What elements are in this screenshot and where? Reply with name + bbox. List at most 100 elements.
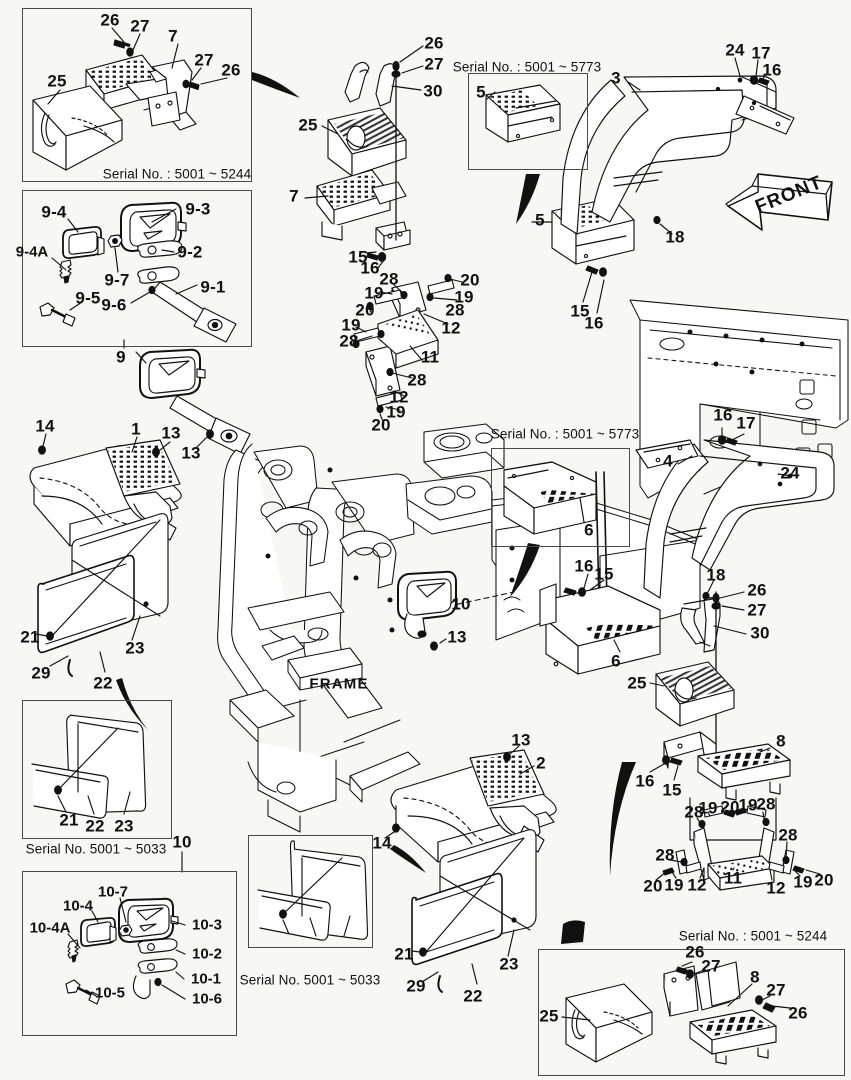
callout-19: 19 <box>364 283 384 303</box>
callout-13: 13 <box>511 730 531 750</box>
inset-flap-center <box>257 840 369 941</box>
callout-26: 26 <box>424 33 444 53</box>
callout-26: 26 <box>788 1003 808 1023</box>
callout-16: 16 <box>360 258 380 278</box>
fender-3 <box>560 57 795 235</box>
mirror-9-assembly <box>123 339 251 455</box>
callout-13: 13 <box>161 423 181 443</box>
callout-28: 28 <box>655 845 675 865</box>
callout-8: 8 <box>750 967 760 987</box>
callout-19: 19 <box>341 315 361 335</box>
callout-6: 6 <box>584 520 594 540</box>
callout-28: 28 <box>684 802 704 822</box>
callout-13: 13 <box>447 627 467 647</box>
serial-note-lower-right: Serial No. : 5001 ~ 5244 <box>678 928 828 944</box>
callout-28: 28 <box>445 300 465 320</box>
frame-label: FRAME <box>309 675 369 693</box>
callout-17: 17 <box>751 43 771 63</box>
callout-10-6: 10-6 <box>191 990 223 1008</box>
callout-6: 6 <box>611 651 621 671</box>
inset-box-flap-left <box>22 700 172 839</box>
callout-19: 19 <box>698 798 718 818</box>
callout-7: 7 <box>289 186 299 206</box>
callout-12: 12 <box>389 387 409 407</box>
callout-26: 26 <box>100 10 120 30</box>
callout-25: 25 <box>539 1006 559 1026</box>
callout-29: 29 <box>31 663 51 683</box>
callout-20: 20 <box>814 870 834 890</box>
callout-5: 5 <box>535 210 545 230</box>
callout-24: 24 <box>780 463 800 483</box>
callout-10: 10 <box>451 594 471 614</box>
inset-step-6 <box>503 461 597 535</box>
center-step-11 <box>352 273 463 425</box>
callout-26: 26 <box>221 60 241 80</box>
inset-step-25-8 <box>561 961 791 1065</box>
callout-16: 16 <box>635 771 655 791</box>
callout-10-5: 10-5 <box>94 984 126 1002</box>
step-6-assembly <box>539 573 661 675</box>
serial-note-lower-left: Serial No. 5001 ~ 5033 <box>25 841 167 857</box>
inset-box-step-6 <box>491 448 630 547</box>
serial-note-top-mid: Serial No. : 5001 ~ 5773 <box>452 59 602 75</box>
callout-10-1: 10-1 <box>190 970 222 988</box>
callout-8: 8 <box>776 731 786 751</box>
callout-20: 20 <box>460 270 480 290</box>
step-8-assembly <box>649 731 821 891</box>
callout-1: 1 <box>131 419 141 439</box>
callout-19: 19 <box>386 402 406 422</box>
callout-28: 28 <box>778 825 798 845</box>
callout-23: 23 <box>499 954 519 974</box>
callout-15: 15 <box>594 564 614 584</box>
inset-step-5 <box>485 84 561 143</box>
inset-box-mirror-9 <box>22 190 252 347</box>
callout-9-2: 9-2 <box>177 242 203 262</box>
callout-13: 13 <box>181 443 201 463</box>
callout-20: 20 <box>355 300 375 320</box>
callout-25: 25 <box>627 673 647 693</box>
callout-5: 5 <box>476 82 486 102</box>
callout-27: 27 <box>766 980 786 1000</box>
front-arrow <box>725 173 833 231</box>
callout-15: 15 <box>662 780 682 800</box>
serial-note-top-left: Serial No. : 5001 ~ 5244 <box>102 166 252 182</box>
mirror-10-on-frame <box>397 570 457 651</box>
fender-2 <box>384 745 557 993</box>
inset-flap-left <box>31 714 147 819</box>
inset-box-top-left <box>22 8 252 182</box>
callout-21: 21 <box>59 810 79 830</box>
serial-note-lower-center: Serial No. 5001 ~ 5033 <box>239 972 381 988</box>
callout-16: 16 <box>713 405 733 425</box>
callout-19: 19 <box>664 875 684 895</box>
callout-12: 12 <box>766 878 786 898</box>
callout-22: 22 <box>93 673 113 693</box>
callout-28: 28 <box>407 370 427 390</box>
callout-10-3: 10-3 <box>191 916 223 934</box>
callout-20: 20 <box>371 415 391 435</box>
callout-30: 30 <box>750 623 770 643</box>
inset-mirror-10 <box>65 851 186 1005</box>
callout-16: 16 <box>574 556 594 576</box>
callout-9-3: 9-3 <box>185 199 211 219</box>
inset-box-step-5 <box>468 73 588 170</box>
callout-27: 27 <box>424 54 444 74</box>
callout-24: 24 <box>725 40 745 60</box>
callout-29: 29 <box>406 976 426 996</box>
callout-25: 25 <box>298 115 318 135</box>
callout-10-7: 10-7 <box>97 883 129 901</box>
inset-box-step-br <box>538 949 845 1076</box>
callout-19: 19 <box>454 287 474 307</box>
callout-11: 11 <box>723 868 743 888</box>
callout-9-4A: 9-4A <box>15 243 49 261</box>
callout-18: 18 <box>706 565 726 585</box>
callout-28: 28 <box>756 794 776 814</box>
center-top-step <box>304 45 424 269</box>
serial-note-mid-right: Serial No. : 5001 ~ 5773 <box>490 426 640 442</box>
callout-14: 14 <box>372 833 392 853</box>
leader-swooshes <box>116 72 636 944</box>
callout-7: 7 <box>168 26 178 46</box>
callout-15: 15 <box>348 247 368 267</box>
callout-18: 18 <box>665 227 685 247</box>
callout-3: 3 <box>611 68 621 88</box>
